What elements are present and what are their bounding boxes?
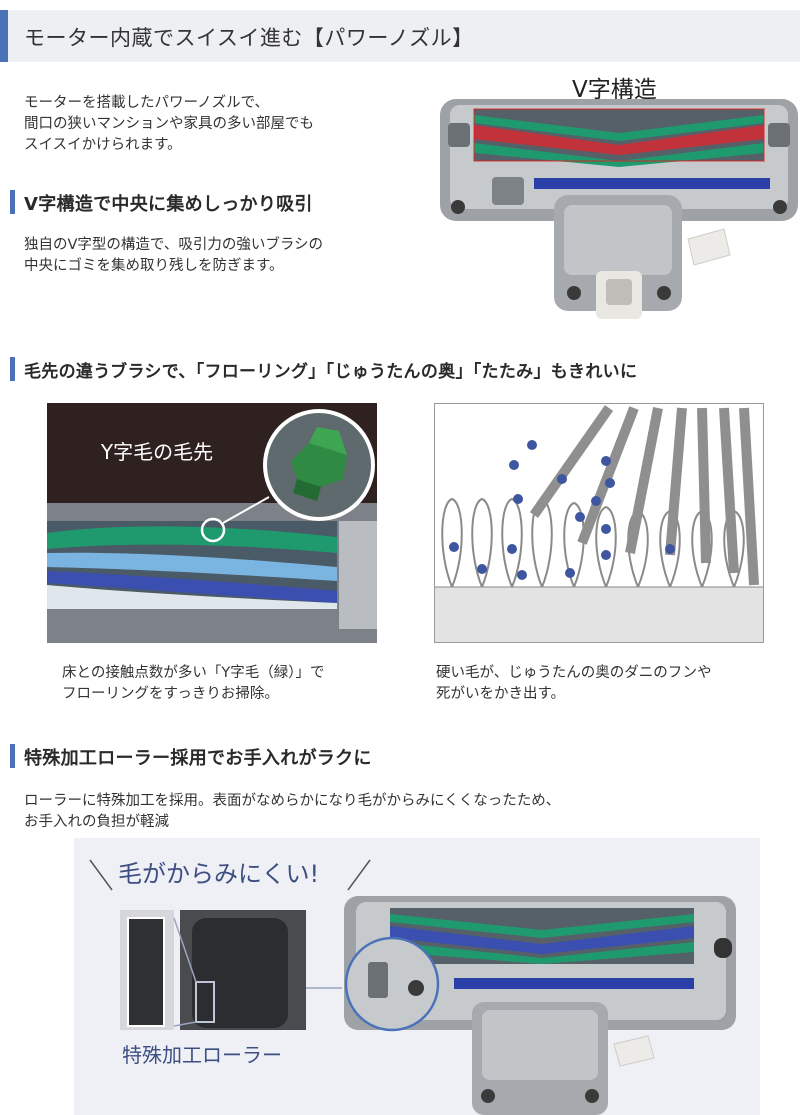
left-caption-line: 床との接触点数が多い「Y字毛（緑）」で [62,665,325,681]
section-v-line: 中央にゴミを集め取り残しを防ぎます。 [24,258,284,274]
section-brush-title: 毛先の違うブラシで、「フローリング」「じゅうたんの奥」「たたみ」もきれいに [24,362,638,382]
header-accent [0,10,8,62]
section-v-text: 独自のV字型の構造で、吸引力の強いブラシの 中央にゴミを集め取り残しを防ぎます。 [24,235,323,277]
carpet-illustration [434,403,764,643]
section-accent [10,357,15,381]
intro-text: モーターを搭載したパワーノズルで、 間口の狭いマンションや家具の多い部屋でも ス… [24,93,314,156]
section-roller-line: ローラーに特殊加工を採用。表面がなめらかになり毛がからみにくくなったため、 [24,793,561,809]
section-roller-title: 特殊加工ローラー採用でお手入れがラクに [24,748,372,769]
section-roller-line: お手入れの負担が軽減 [24,814,169,830]
page-title: モーター内蔵でスイスイ進む【パワーノズル】 [24,26,474,50]
intro-line: モーターを搭載したパワーノズルで、 [24,95,270,111]
section-v-title: V字構造で中央に集めしっかり吸引 [24,194,313,215]
right-caption: 硬い毛が、じゅうたんの奥のダニのフンや 死がいをかき出す。 [436,663,712,705]
v-structure-label: V字構造 [572,77,657,103]
right-caption-line: 死がいをかき出す。 [436,686,566,702]
v-structure-nozzle-image [440,99,798,319]
left-caption-line: フローリングをすっきりお掃除。 [62,686,279,702]
intro-line: スイスイかけられます。 [24,137,182,153]
y-bristle-photo: Y字毛の毛先 [47,403,377,643]
roller-illustration: 毛がからみにくい! 特殊加工ローラー [74,838,760,1115]
callout-text: 毛がからみにくい! [118,860,319,888]
header-bar [0,10,800,62]
section-roller-text: ローラーに特殊加工を採用。表面がなめらかになり毛がからみにくくなったため、 お手… [24,791,560,833]
left-caption: 床との接触点数が多い「Y字毛（緑）」で フローリングをすっきりお掃除。 [62,663,324,705]
intro-line: 間口の狭いマンションや家具の多い部屋でも [24,116,314,132]
roller-label: 特殊加工ローラー [122,1043,282,1067]
section-accent [10,190,15,214]
y-bristle-label: Y字毛の毛先 [100,440,213,464]
section-accent [10,744,15,768]
right-caption-line: 硬い毛が、じゅうたんの奥のダニのフンや [436,665,712,681]
section-v-line: 独自のV字型の構造で、吸引力の強いブラシの [24,237,324,253]
